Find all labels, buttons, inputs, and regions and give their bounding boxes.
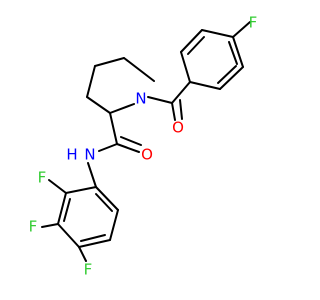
bond (232, 36, 244, 68)
bond (123, 57, 155, 82)
bond (171, 81, 191, 104)
bond (189, 81, 221, 90)
atom-label-oxygen: O (172, 119, 184, 137)
bond (217, 65, 237, 84)
atom-label-nitrogen: N (84, 146, 95, 164)
bond (57, 192, 67, 225)
bond (65, 186, 97, 194)
bond (120, 136, 142, 146)
bond (57, 223, 80, 248)
atom-label-nitrogen: N (135, 90, 146, 108)
atom-label-hydrogen: H (66, 146, 77, 164)
bond (201, 29, 234, 38)
bond (86, 65, 96, 98)
molecule-structure: F O N O N H F F F (29, 14, 258, 279)
bond (86, 96, 111, 114)
bond (87, 162, 97, 188)
bond (171, 102, 176, 121)
bond (109, 112, 118, 145)
bond (80, 234, 106, 242)
bond (78, 239, 111, 248)
bond (180, 51, 191, 83)
atom-label-fluorine: F (29, 218, 38, 236)
atom-label-fluorine: F (38, 169, 47, 187)
bond (147, 96, 173, 104)
bond (228, 41, 238, 65)
bond (94, 57, 125, 67)
bond (41, 223, 59, 228)
bond (98, 143, 118, 152)
bond (63, 198, 71, 222)
atom-label-fluorine: F (249, 14, 258, 32)
bond (219, 66, 244, 90)
bond-layer (41, 21, 251, 262)
bond (109, 103, 135, 114)
bond (232, 21, 251, 38)
bond (95, 193, 113, 212)
bond (78, 246, 87, 262)
bond (179, 99, 183, 120)
bond (116, 143, 140, 153)
bond (187, 36, 205, 55)
atom-label-fluorine: F (84, 261, 93, 279)
bond (109, 209, 119, 241)
bond (95, 186, 119, 211)
atom-label-oxygen: O (141, 146, 153, 164)
bond (180, 29, 203, 53)
bond (48, 179, 67, 194)
atom-layer: F O N O N H F F F (29, 14, 258, 279)
